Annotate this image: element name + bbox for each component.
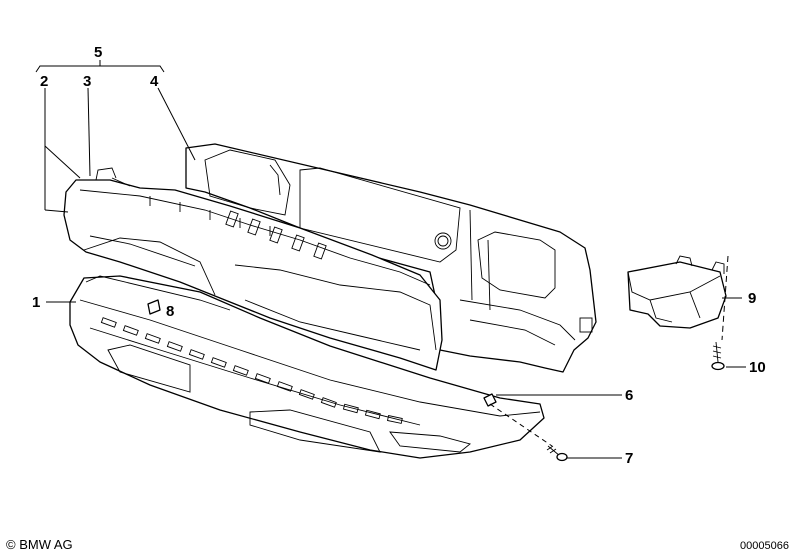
- callout-5: 5: [94, 44, 102, 61]
- diagram-number: 00005066: [740, 540, 789, 552]
- leader-6-dash: [489, 403, 553, 447]
- callout-4: 4: [150, 73, 159, 90]
- leader-2d: [44, 209, 69, 213]
- part-8-clip[interactable]: [147, 299, 161, 315]
- part-6-clip-nut[interactable]: [483, 393, 497, 407]
- leader-4: [157, 87, 196, 161]
- leader-9-dash: [721, 255, 729, 341]
- bracket-5: [35, 65, 165, 73]
- callout-9: 9: [748, 290, 756, 307]
- part-9-bracket[interactable]: [627, 255, 727, 329]
- part-2-3-grille-carrier[interactable]: [63, 167, 443, 371]
- part-4-front-panel[interactable]: [185, 143, 597, 373]
- callout-3: 3: [83, 73, 91, 90]
- part-1-front-bumper[interactable]: [69, 275, 545, 459]
- callout-1: 1: [32, 294, 40, 311]
- leader-lines: [35, 60, 746, 459]
- leader-2b: [44, 145, 81, 179]
- callout-10: 10: [749, 359, 766, 376]
- part-7-bolt[interactable]: [546, 445, 568, 462]
- callout-6: 6: [625, 387, 633, 404]
- leader-3: [87, 87, 91, 177]
- part-10-screw[interactable]: [711, 341, 725, 371]
- callout-7: 7: [625, 450, 633, 467]
- callout-8: 8: [166, 303, 174, 320]
- copyright-label: © BMW AG: [6, 537, 73, 552]
- callout-labels: 5 2 3 4 1 8 9 10 6 7: [32, 44, 766, 467]
- callout-2: 2: [40, 73, 48, 90]
